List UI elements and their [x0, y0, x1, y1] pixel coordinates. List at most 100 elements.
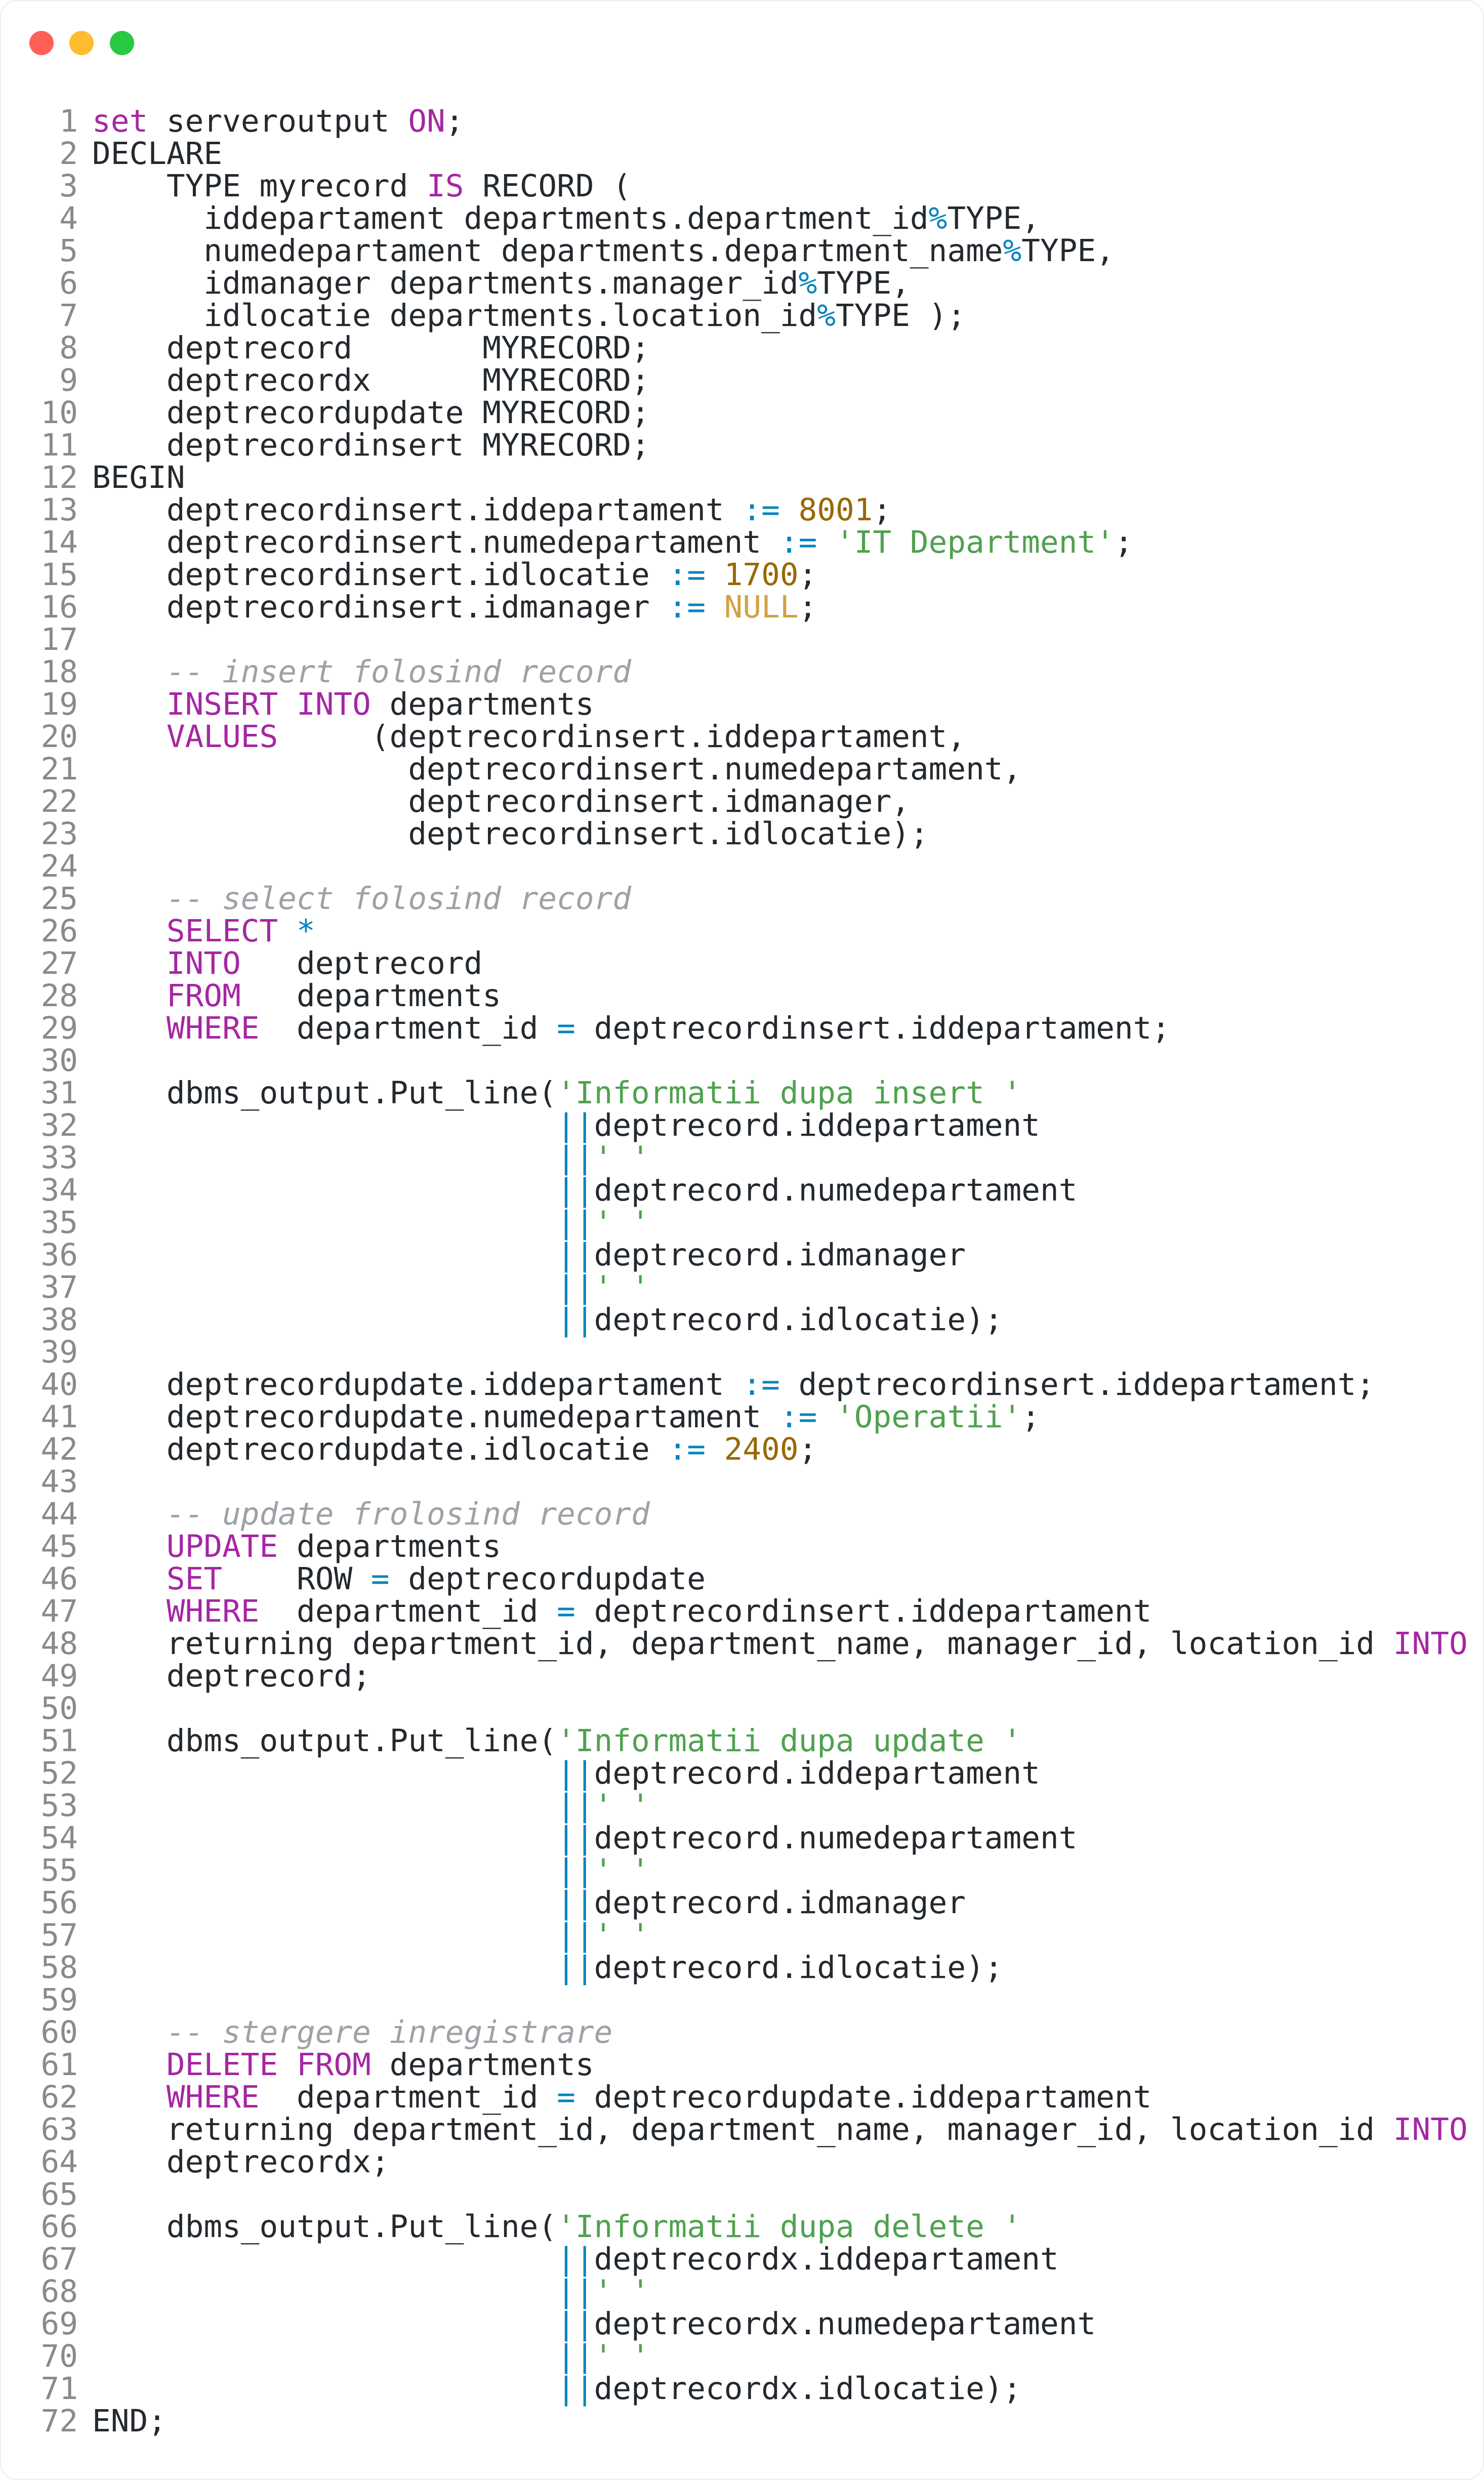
line-number: 41	[40, 1399, 78, 1435]
code-token: ||	[557, 1950, 594, 1986]
code-token: :=	[668, 1431, 706, 1467]
code-token: SELECT	[166, 913, 278, 949]
code-token	[92, 1593, 167, 1629]
line-number: 12	[40, 460, 78, 495]
code-token	[92, 913, 167, 949]
zoom-window-button[interactable]	[110, 31, 134, 55]
code-token: returning department_id, department_name…	[92, 2112, 1393, 2147]
code-token: department_id	[259, 2079, 557, 2115]
code-line: 46 SET ROW = deptrecordupdate	[37, 1563, 1468, 1595]
line-number: 56	[40, 1885, 78, 1921]
code-token	[92, 1561, 167, 1597]
code-token	[92, 978, 167, 1014]
close-window-button[interactable]	[29, 31, 54, 55]
code-line: 34 ||deptrecord.numedepartament	[37, 1174, 1468, 1207]
line-number: 70	[40, 2338, 78, 2374]
code-line: 57 ||' '	[37, 1919, 1468, 1952]
code-token: ' '	[594, 2274, 650, 2309]
line-number: 63	[40, 2112, 78, 2147]
code-token: deptrecordx.numedepartament	[594, 2306, 1096, 2342]
code-line: 3 TYPE myrecord IS RECORD (	[37, 170, 1468, 202]
code-line: 28 FROM departments	[37, 980, 1468, 1012]
line-number: 17	[40, 622, 78, 657]
code-token: INTO	[1393, 2112, 1468, 2147]
code-line: 17	[37, 624, 1468, 656]
line-number: 16	[40, 589, 78, 625]
code-token: =	[557, 2079, 575, 2115]
code-token	[92, 1788, 557, 1824]
code-line: 35 ||' '	[37, 1207, 1468, 1239]
code-line: 41 deptrecordupdate.numedepartament := '…	[37, 1401, 1468, 1433]
code-token: BEGIN	[92, 460, 185, 495]
code-line: 7 idlocatie departments.location_id%TYPE…	[37, 300, 1468, 332]
line-number: 65	[40, 2176, 78, 2212]
code-token: ||	[557, 1107, 594, 1143]
code-token: UPDATE	[166, 1528, 278, 1564]
code-token: 2400	[724, 1431, 799, 1467]
code-token: ;	[873, 492, 892, 528]
line-number: 8	[59, 330, 78, 366]
code-token: WHERE	[166, 1010, 260, 1046]
code-token: deptrecordupdate	[389, 1561, 706, 1597]
code-token: ||	[557, 1788, 594, 1824]
line-number: 49	[40, 1658, 78, 1694]
line-number: 36	[40, 1237, 78, 1273]
code-line: 71 ||deptrecordx.idlocatie);	[37, 2373, 1468, 2405]
code-line: 58 ||deptrecord.idlocatie);	[37, 1952, 1468, 1984]
code-token: deptrecordupdate.iddepartament	[575, 2079, 1152, 2115]
code-token: -- select folosind record	[166, 881, 632, 917]
code-line: 9 deptrecordx MYRECORD;	[37, 364, 1468, 397]
minimize-window-button[interactable]	[69, 31, 94, 55]
code-token: deptrecordinsert.idlocatie);	[92, 816, 929, 852]
code-token: returning department_id, department_name…	[92, 1626, 1393, 1662]
line-number: 57	[40, 1917, 78, 1953]
code-token	[92, 1755, 557, 1791]
code-token: idmanager departments.manager_id	[92, 265, 799, 301]
code-token: =	[557, 1593, 575, 1629]
code-token: TYPE myrecord	[92, 168, 427, 204]
code-token: deptrecord.idlocatie);	[594, 1950, 1003, 1986]
code-token: VALUES	[166, 719, 278, 755]
code-token: deptrecord.idmanager	[594, 1237, 966, 1273]
line-number: 5	[59, 233, 78, 269]
code-token: dbms_output.Put_line(	[92, 1075, 557, 1111]
code-token: deptrecord.numedepartament	[594, 1820, 1078, 1856]
code-token: %	[798, 265, 817, 301]
code-token: SET	[166, 1561, 223, 1597]
code-token	[92, 2079, 167, 2115]
code-line: 16 deptrecordinsert.idmanager := NULL;	[37, 591, 1468, 624]
line-number: 42	[40, 1431, 78, 1467]
code-token	[92, 1528, 167, 1564]
code-token	[92, 1302, 557, 1338]
line-number: 9	[59, 362, 78, 398]
code-line: 44 -- update frolosind record	[37, 1498, 1468, 1531]
code-line: 40 deptrecordupdate.iddepartament := dep…	[37, 1369, 1468, 1401]
line-number: 37	[40, 1269, 78, 1305]
line-number: 66	[40, 2209, 78, 2245]
code-token: ||	[557, 1269, 594, 1305]
code-line: 33 ||' '	[37, 1142, 1468, 1174]
code-line: 6 idmanager departments.manager_id%TYPE,	[37, 267, 1468, 300]
line-number: 10	[40, 395, 78, 431]
code-token: ' '	[594, 1140, 650, 1176]
line-number: 61	[40, 2047, 78, 2083]
code-token: iddepartament departments.department_id	[92, 200, 929, 236]
code-line: 4 iddepartament departments.department_i…	[37, 202, 1468, 235]
line-number: 22	[40, 783, 78, 819]
line-number: 19	[40, 686, 78, 722]
code-token: ' '	[594, 1917, 650, 1953]
line-number: 23	[40, 816, 78, 852]
code-line: 60 -- stergere inregistrare	[37, 2016, 1468, 2049]
code-line: 47 WHERE department_id = deptrecordinser…	[37, 1595, 1468, 1628]
code-token: :=	[779, 524, 817, 560]
line-number: 38	[40, 1302, 78, 1338]
code-token: INSERT INTO	[166, 686, 371, 722]
code-line: 55 ||' '	[37, 1854, 1468, 1887]
code-line: 31 dbms_output.Put_line('Informatii dupa…	[37, 1077, 1468, 1109]
code-token: TYPE,	[1021, 233, 1115, 269]
line-number: 67	[40, 2241, 78, 2277]
code-token: ||	[557, 1917, 594, 1953]
line-number: 59	[40, 1982, 78, 2018]
code-line: 51 dbms_output.Put_line('Informatii dupa…	[37, 1725, 1468, 1757]
